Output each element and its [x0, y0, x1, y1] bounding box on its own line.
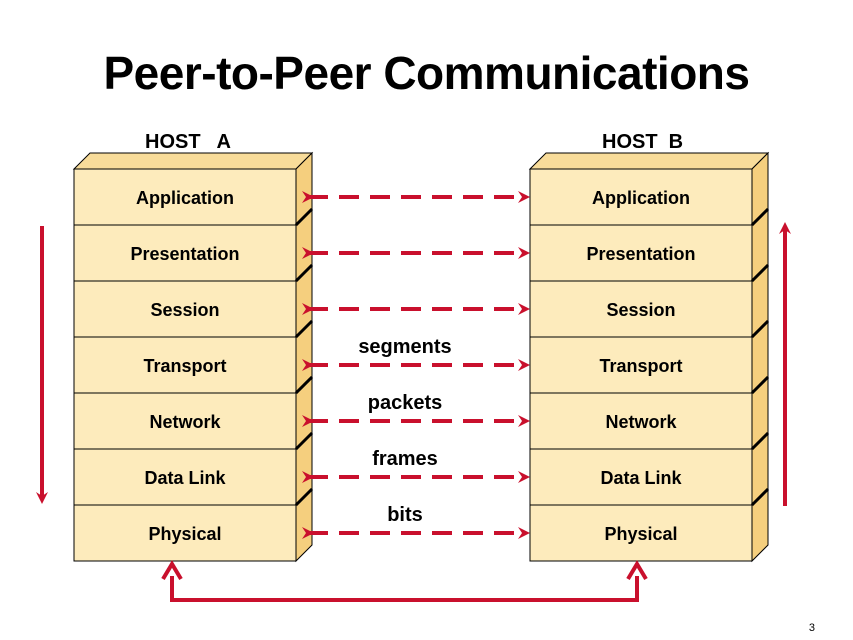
host-a-side-divider: [294, 431, 314, 451]
host-a-layer-physical: Physical: [73, 487, 313, 563]
host-a-layer-box: [73, 224, 297, 282]
page-title: Peer-to-Peer Communications: [103, 47, 750, 99]
host-a-layer-network: Network: [73, 375, 313, 451]
host-b-layer-label: Session: [606, 300, 675, 320]
host-b-side-divider: [750, 207, 770, 227]
host-b-layer-session: Session: [529, 263, 769, 339]
flow-arrows: [36, 222, 791, 602]
host-a-top-face: [72, 152, 314, 170]
host-b-side-divider: [750, 319, 770, 339]
slide-number: 3: [808, 622, 815, 634]
host-a-label: HOST A: [145, 131, 231, 153]
pdu-label-packets: packets: [368, 392, 443, 414]
host-a-layer-box: [73, 392, 297, 450]
host-a-side-divider: [294, 319, 314, 339]
host-b-top-face: [528, 152, 770, 170]
host-a-layer-presentation: Presentation: [73, 207, 313, 283]
host-a-layer-label: Network: [149, 412, 221, 432]
host-a-side-divider: [294, 263, 314, 283]
host-b-layer-label: Physical: [604, 524, 677, 544]
host-a-side-divider: [294, 375, 314, 395]
pdu-label-bits: bits: [387, 504, 423, 526]
physical-link-line: [170, 576, 639, 602]
host-a-layer-label: Session: [150, 300, 219, 320]
host-a-layer-label: Application: [136, 188, 234, 208]
physical-link-arrowhead-b: [626, 560, 648, 581]
host-b-layer-data-link: Data Link: [529, 431, 769, 507]
host-a-layer-session: Session: [73, 263, 313, 339]
host-a-layer-box: [73, 168, 297, 226]
host-b-side-divider: [750, 375, 770, 395]
host-a-stack: ApplicationPresentationSessionTransportN…: [72, 151, 314, 563]
host-b-layer-label: Transport: [599, 356, 682, 376]
host-b-layer-presentation: Presentation: [529, 207, 769, 283]
host-b-layer-label: Presentation: [586, 244, 695, 264]
host-a-side-divider: [294, 487, 314, 507]
host-b-layer-box: [529, 504, 753, 562]
host-b-layer-label: Application: [592, 188, 690, 208]
host-b-side-divider: [750, 487, 770, 507]
host-a-layer-box: [73, 504, 297, 562]
host-a-layer-label: Physical: [148, 524, 221, 544]
host-b-layer-transport: Transport: [529, 319, 769, 395]
host-a-layer-box: [73, 280, 297, 338]
host-b-layer-label: Network: [605, 412, 677, 432]
pdu-label-segments: segments: [358, 336, 451, 358]
host-a-layer-label: Presentation: [130, 244, 239, 264]
host-b-stack: ApplicationPresentationSessionTransportN…: [528, 151, 770, 563]
host-a-side-divider: [294, 207, 314, 227]
pdu-labels: segments packets frames bits: [358, 336, 451, 526]
host-b-layer-box: [529, 224, 753, 282]
host-b-layer-physical: Physical: [529, 487, 769, 563]
host-b-layer-label: Data Link: [600, 468, 682, 488]
physical-link-arrowhead-a: [161, 560, 183, 581]
host-a-layer-box: [73, 336, 297, 394]
pdu-label-frames: frames: [372, 448, 438, 470]
host-a-layer-label: Data Link: [144, 468, 226, 488]
host-b-layer-box: [529, 392, 753, 450]
host-b-label: HOST B: [602, 131, 684, 153]
host-a-layer-application: Application: [73, 151, 313, 227]
peer-arrows: [302, 191, 530, 539]
host-b-layer-box: [529, 280, 753, 338]
host-b-layer-network: Network: [529, 375, 769, 451]
host-b-side-divider: [750, 431, 770, 451]
host-a-layer-label: Transport: [143, 356, 226, 376]
host-b-side-divider: [750, 263, 770, 283]
host-b-layer-box: [529, 448, 753, 506]
